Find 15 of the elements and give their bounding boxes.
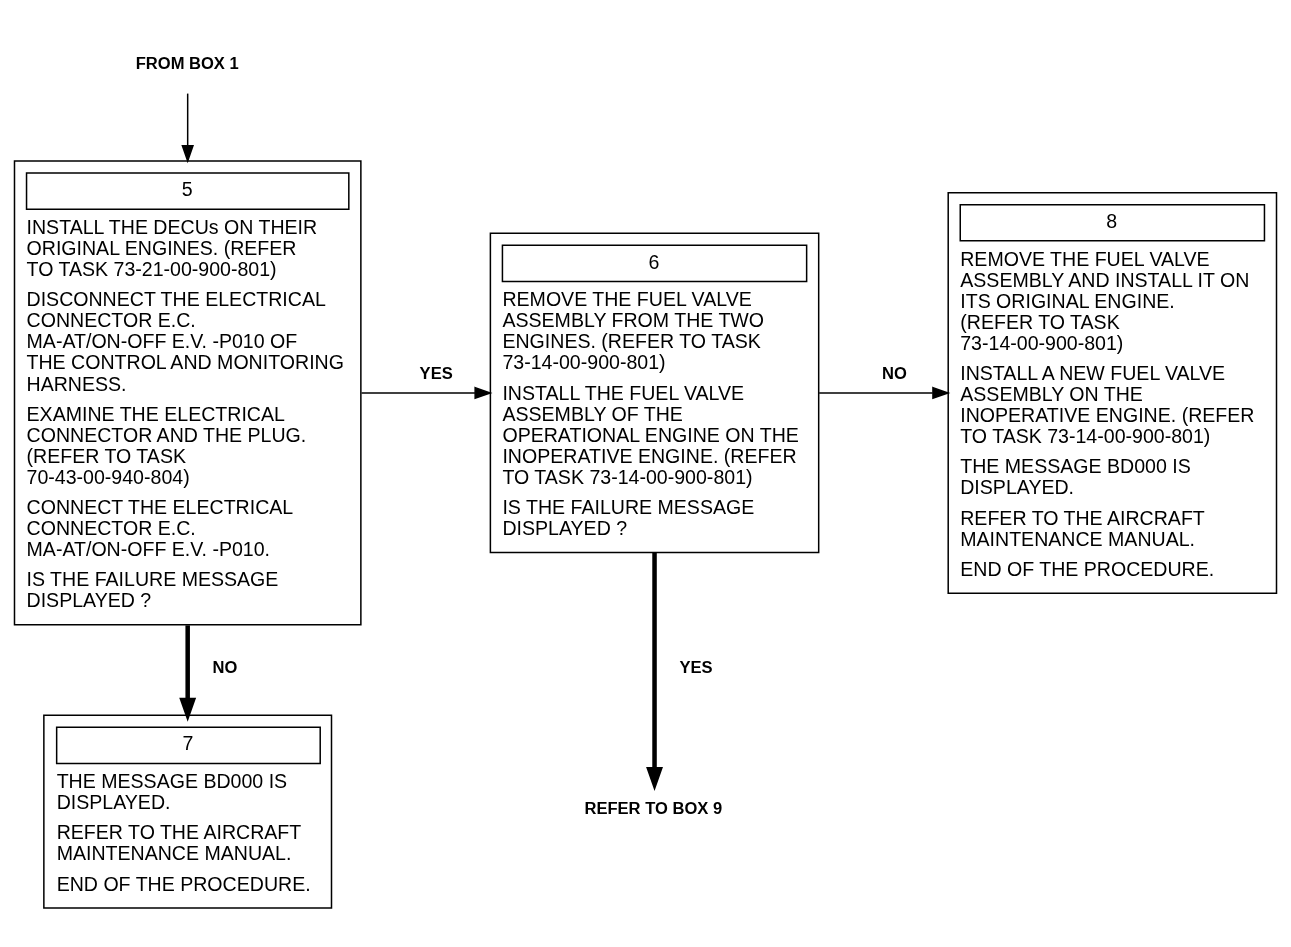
edge-label: YES (419, 364, 453, 384)
edge-label: YES (679, 657, 713, 677)
arrow (360, 386, 493, 400)
node-text: REFER TO BOX 9 (584, 799, 723, 819)
node-box: 5 INSTALL THE DECUs ON THEIR ORIGINAL ENGINES. (REFER TO TASK 73-21-00-900-801) DISCONNECT THE ELECTRICAL CONNECTOR E.C. MA-AT/ON-OFF E.V. -P010 OF THE CONTROL AND MONITORING HARNESS. EXAMINE THE ELECTRICAL CONNECTOR AND THE PLUG. (REFER TO TASK 70-43-00-940-804) CONNECT THE ELECTRICAL CONNECTOR E.C. MA-AT/ON-OFF E.V. -P010. IS THE FAILURE MESSAGE DISPLAYED ? (13, 160, 362, 626)
arrow (181, 92, 194, 164)
edge-label: NO (212, 657, 238, 677)
arrow (818, 386, 951, 400)
node-box: 8 REMOVE THE FUEL VALVE ASSEMBLY AND INSTALL IT ON ITS ORIGINAL ENGINE. (REFER TO TASK 73-14-00-900-801) INSTALL A NEW FUEL VALVE ASSEMBLY ON THE INOPERATIVE ENGINE. (REFER TO TASK 73-14-00-900-801) THE MESSAGE BD000 IS DISPLAYED. REFER TO THE AIRCRAFT MAINTENANCE MANUAL. END OF THE PROCEDURE. (947, 191, 1278, 594)
node-text: FROM BOX 1 (135, 53, 239, 73)
node-box: 7 THE MESSAGE BD000 IS DISPLAYED. REFER TO THE AIRCRAFT MAINTENANCE MANUAL. END OF THE PROCEDURE. (43, 714, 333, 909)
arrow (179, 625, 197, 722)
edge-label: NO (881, 364, 907, 384)
node-box: 6 REMOVE THE FUEL VALVE ASSEMBLY FROM THE TWO ENGINES. (REFER TO TASK 73-14-00-900-801) INSTALL THE FUEL VALVE ASSEMBLY OF THE OPERATIONAL ENGINE ON THE INOPERATIVE ENGINE. (REFER TO TASK 73-14-00-900-801) IS THE FAILURE MESSAGE DISPLAYED ? (489, 232, 820, 554)
arrow (646, 552, 663, 792)
